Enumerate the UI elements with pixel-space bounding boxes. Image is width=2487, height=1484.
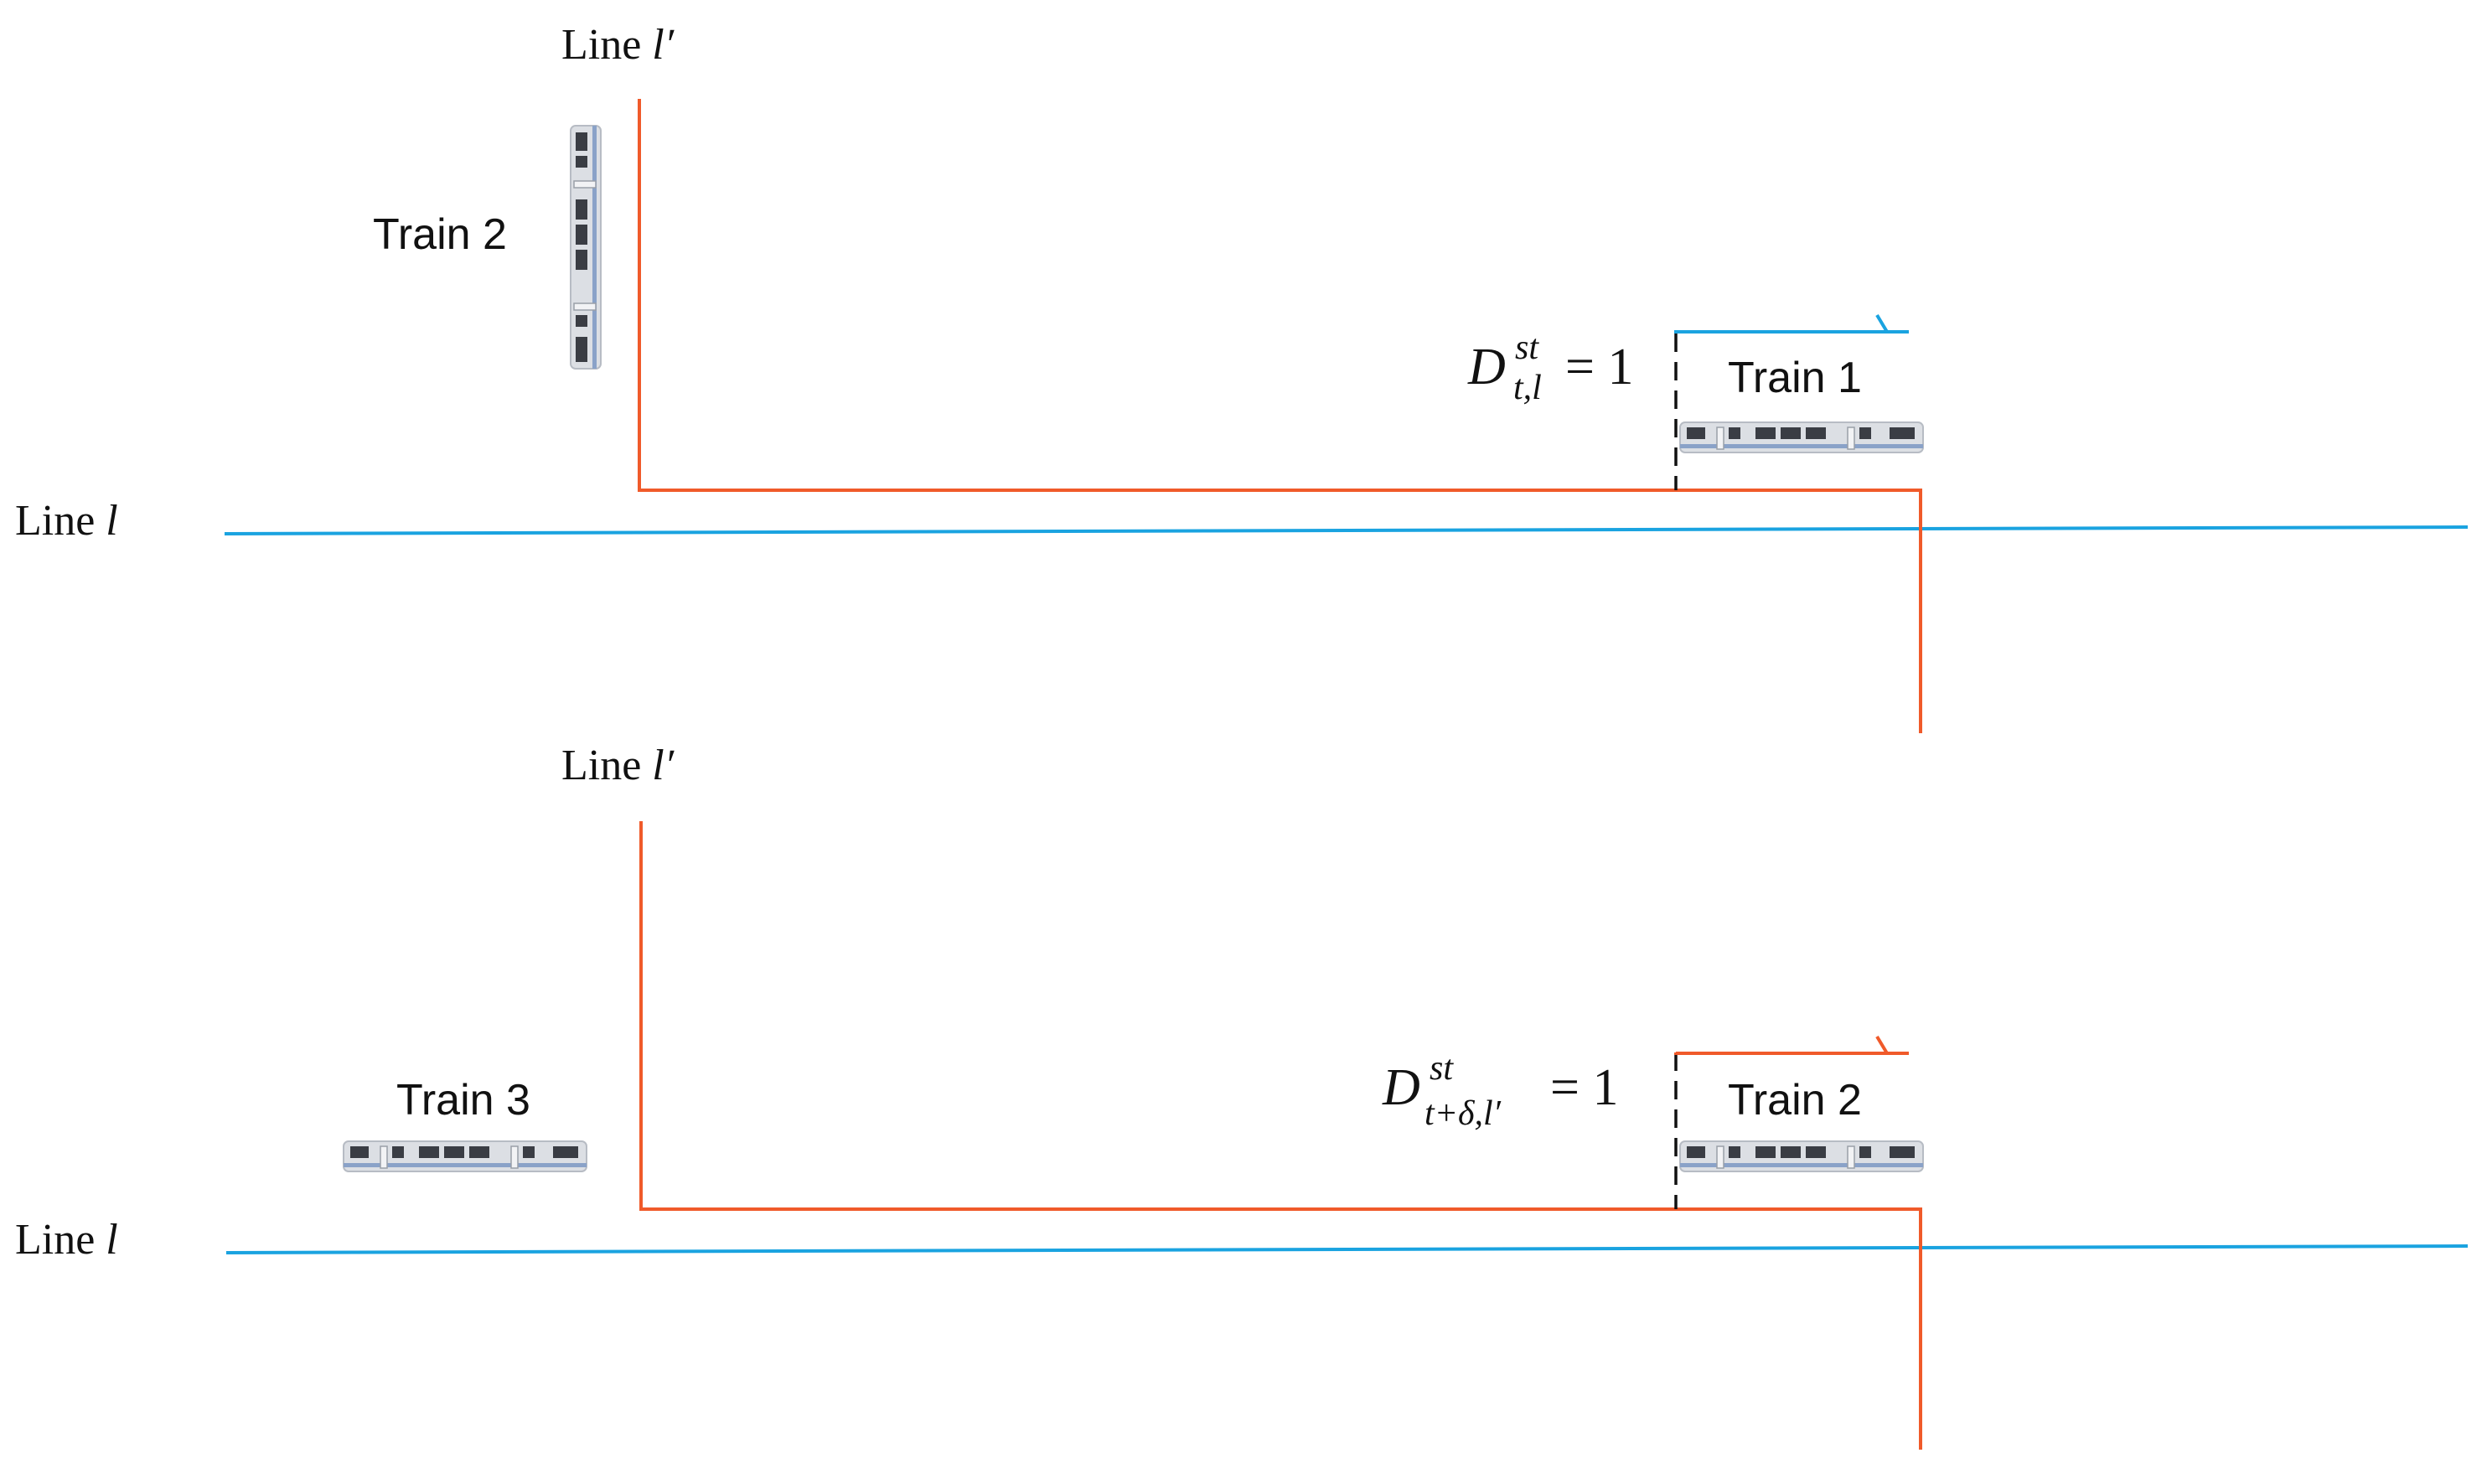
equation-sub: t+δ,l′ xyxy=(1424,1094,1502,1133)
equation: D st t+δ,l′ = 1 xyxy=(1382,1049,1618,1133)
equation-sub: t,l xyxy=(1513,369,1542,407)
line-l-label: Line l xyxy=(15,497,118,545)
equation-base: D xyxy=(1382,1059,1420,1116)
line-l-prime-track xyxy=(638,99,1922,733)
train-left-label: Train 3 xyxy=(396,1076,530,1125)
train-vertical-label: Train 2 xyxy=(373,210,507,259)
line-l-track xyxy=(224,525,2469,535)
panel-bottom: Line l′ Line l Train 3 Train 2 D st t+δ,… xyxy=(15,742,2469,1450)
train-vertical xyxy=(570,125,602,370)
equation-sup: st xyxy=(1430,1049,1454,1088)
train-horizontal xyxy=(1679,421,1924,453)
equation-base: D xyxy=(1467,339,1506,396)
line-l-prime-label: Line l′ xyxy=(561,742,675,789)
direction-arrow xyxy=(1674,1035,1909,1055)
train-horizontal-label: Train 2 xyxy=(1728,1076,1862,1125)
train-horizontal-label: Train 1 xyxy=(1728,354,1862,402)
train-horizontal xyxy=(1679,1140,1924,1172)
train-left xyxy=(343,1140,587,1172)
line-l-prime-label: Line l′ xyxy=(561,21,675,69)
line-l-track xyxy=(225,1244,2469,1254)
direction-arrow xyxy=(1674,313,1909,334)
equation-rhs: = 1 xyxy=(1565,339,1633,396)
equation-rhs: = 1 xyxy=(1550,1059,1618,1116)
equation: D st t,l = 1 xyxy=(1467,328,1633,407)
line-l-prime-track xyxy=(639,821,1922,1450)
line-l-label: Line l xyxy=(15,1216,118,1264)
panel-top: Line l′ Line l Train 2 Train 1 D st t,l … xyxy=(15,21,2469,733)
equation-sup: st xyxy=(1515,328,1539,367)
